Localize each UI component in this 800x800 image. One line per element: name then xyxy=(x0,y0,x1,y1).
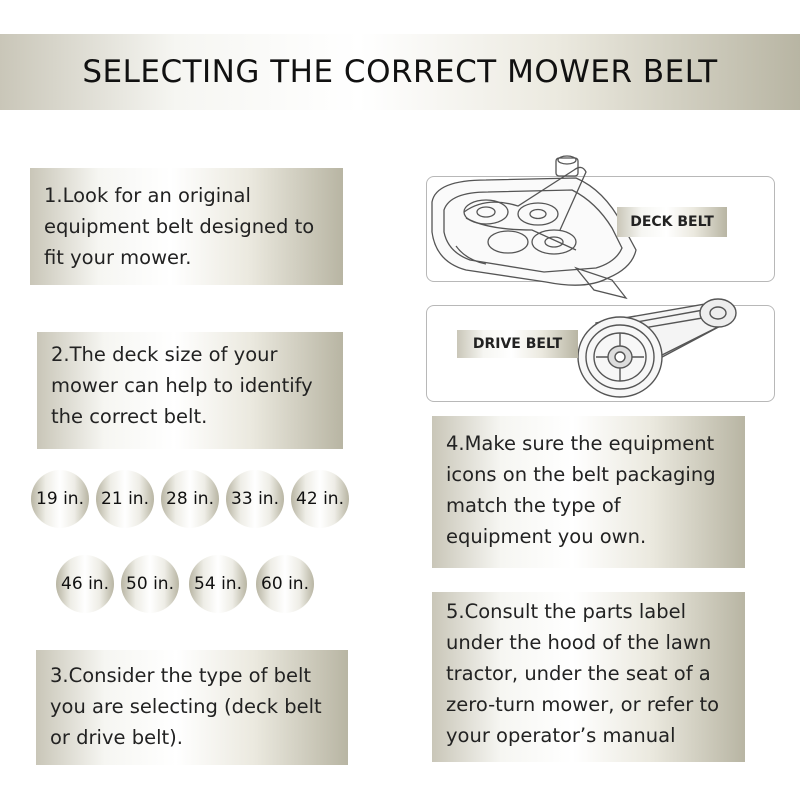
title-banner: SELECTING THE CORRECT MOWER BELT xyxy=(0,34,800,110)
size-chip-46: 46 in. xyxy=(56,555,114,613)
step-5-text: 5.Consult the parts label under the hood… xyxy=(432,592,745,762)
size-chip-28: 28 in. xyxy=(161,470,219,528)
mower-deck-icon xyxy=(431,155,637,300)
drive-pulley-icon xyxy=(577,298,737,398)
size-chip-label: 60 in. xyxy=(261,574,309,594)
size-chip-60: 60 in. xyxy=(256,555,314,613)
step-4-text: 4.Make sure the equipment icons on the b… xyxy=(432,416,745,568)
deck-belt-label: DECK BELT xyxy=(617,207,727,237)
page-title: SELECTING THE CORRECT MOWER BELT xyxy=(82,54,718,90)
size-chip-label: 19 in. xyxy=(36,489,84,509)
size-chip-label: 50 in. xyxy=(126,574,174,594)
size-chip-21: 21 in. xyxy=(96,470,154,528)
size-chip-label: 42 in. xyxy=(296,489,344,509)
step-2-text: 2.The deck size of your mower can help t… xyxy=(37,332,343,449)
size-chip-54: 54 in. xyxy=(189,555,247,613)
size-chip-label: 21 in. xyxy=(101,489,149,509)
size-chip-label: 33 in. xyxy=(231,489,279,509)
drive-belt-label: DRIVE BELT xyxy=(457,330,578,358)
size-chip-label: 46 in. xyxy=(61,574,109,594)
size-chip-50: 50 in. xyxy=(121,555,179,613)
size-chip-19: 19 in. xyxy=(31,470,89,528)
size-chip-label: 28 in. xyxy=(166,489,214,509)
size-chip-label: 54 in. xyxy=(194,574,242,594)
size-chip-42: 42 in. xyxy=(291,470,349,528)
step-3-text: 3.Consider the type of belt you are sele… xyxy=(36,650,348,765)
step-1-text: 1.Look for an original equipment belt de… xyxy=(30,168,343,285)
size-chip-33: 33 in. xyxy=(226,470,284,528)
